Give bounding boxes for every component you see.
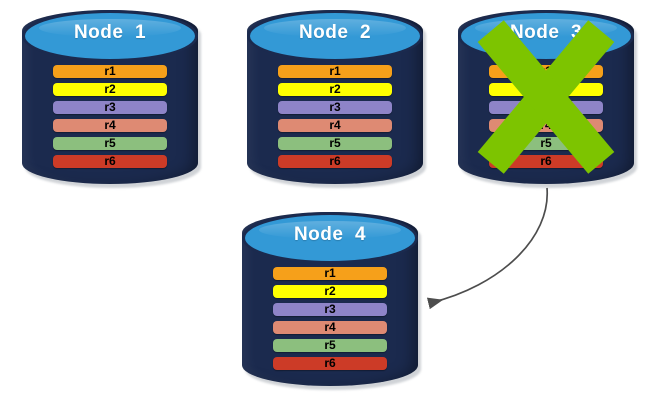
node-3-row-r2[interactable]: r2 <box>489 83 603 96</box>
node-2-row-r2[interactable]: r2 <box>278 83 392 96</box>
node-3-rows: r1 r2 r3 r4 r5 r6 <box>458 10 634 184</box>
node-1-row-r4[interactable]: r4 <box>53 119 167 132</box>
node-4-row-r5[interactable]: r5 <box>273 339 387 352</box>
node-1-row-r3[interactable]: r3 <box>53 101 167 114</box>
node-1-row-r2[interactable]: r2 <box>53 83 167 96</box>
node-4-row-r3[interactable]: r3 <box>273 303 387 316</box>
node-2-rows: r1 r2 r3 r4 r5 r6 <box>247 10 423 184</box>
node-2-label: Node 2 <box>298 22 372 43</box>
node-3-row-r3[interactable]: r3 <box>489 101 603 114</box>
node-4-row-r2[interactable]: r2 <box>273 285 387 298</box>
node-2[interactable]: Node 2 r1 r2 r3 r4 r5 r6 <box>247 10 426 188</box>
node-4-row-r1[interactable]: r1 <box>273 267 387 280</box>
node-4-row-r6[interactable]: r6 <box>273 357 387 370</box>
node-1-row-r5[interactable]: r5 <box>53 137 167 150</box>
node-4[interactable]: Node 4 r1 r2 r3 r4 r5 r6 <box>242 212 421 390</box>
node-3-row-r5[interactable]: r5 <box>489 137 603 150</box>
node-2-row-r1[interactable]: r1 <box>278 65 392 78</box>
node-3-row-r1[interactable]: r1 <box>489 65 603 78</box>
node-1-label: Node 1 <box>73 22 147 43</box>
node-3-row-r4[interactable]: r4 <box>489 119 603 132</box>
node-2-row-r6[interactable]: r6 <box>278 155 392 168</box>
replication-arrow-path <box>426 187 548 310</box>
node-1[interactable]: Node 1 r1 r2 r3 r4 r5 r6 <box>22 10 201 188</box>
node-2-row-r3[interactable]: r3 <box>278 101 392 114</box>
node-1-row-r1[interactable]: r1 <box>53 65 167 78</box>
node-1-rows: r1 r2 r3 r4 r5 r6 <box>22 10 198 184</box>
node-4-row-r4[interactable]: r4 <box>273 321 387 334</box>
node-4-label: Node 4 <box>293 224 367 245</box>
node-2-row-r5[interactable]: r5 <box>278 137 392 150</box>
node-4-rows: r1 r2 r3 r4 r5 r6 <box>242 212 418 386</box>
node-3[interactable]: Node 3 r1 r2 r3 r4 r5 r6 <box>458 10 637 188</box>
node-3-row-r6[interactable]: r6 <box>489 155 603 168</box>
node-1-row-r6[interactable]: r6 <box>53 155 167 168</box>
node-2-row-r4[interactable]: r4 <box>278 119 392 132</box>
